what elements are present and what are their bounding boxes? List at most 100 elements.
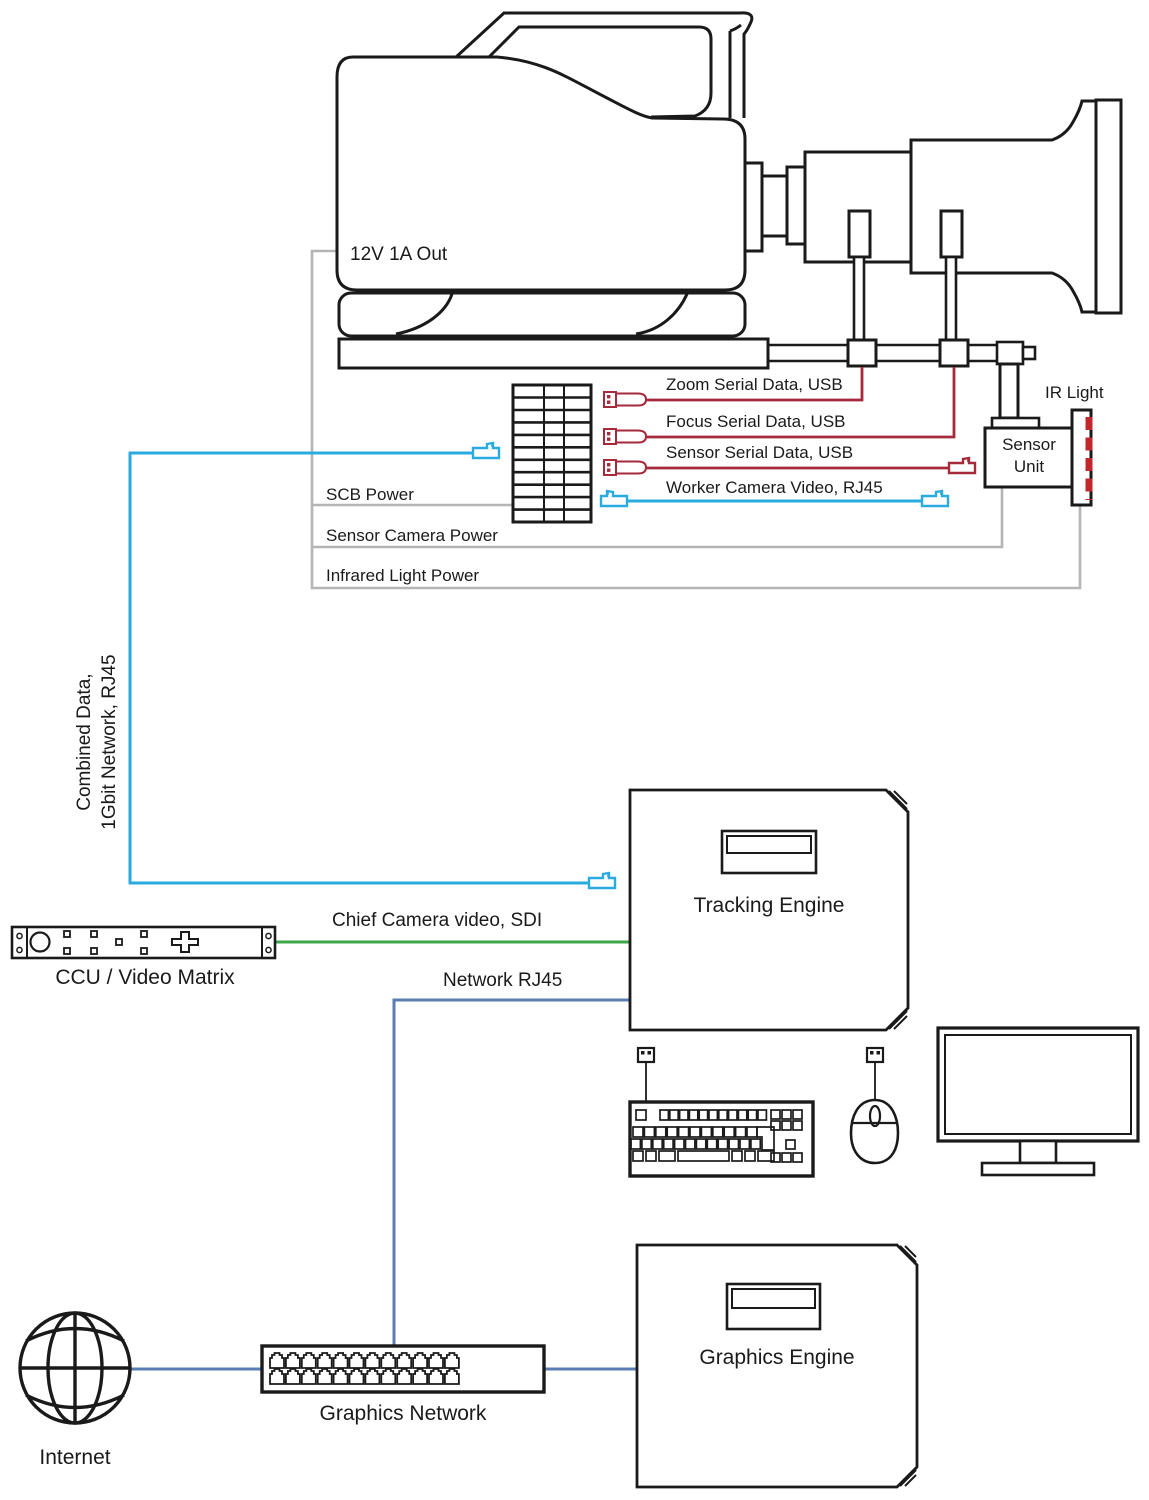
- chief-video-label: Chief Camera video, SDI: [332, 910, 543, 931]
- ir-light-label: IR Light: [1045, 383, 1104, 402]
- usb-connector-icon: [865, 1046, 885, 1064]
- graphics-engine-slot-inner: [731, 1288, 816, 1309]
- combined-data-label: Combined Data, 1Gbit Network, RJ45: [73, 654, 120, 830]
- keyboard-key: [717, 1138, 729, 1150]
- sensor-camera-power-line: [312, 486, 1004, 549]
- internet-globe-icon: [18, 1311, 132, 1425]
- camera-pad-notch-left: [395, 293, 454, 336]
- keyboard-key: [781, 1109, 792, 1120]
- usb-plug-icon: [603, 459, 647, 476]
- keyboard-key: [695, 1138, 707, 1150]
- keyboard-key: [711, 1126, 724, 1138]
- enter-key: [756, 1126, 775, 1151]
- lens-mount-step3: [785, 165, 807, 246]
- graphics-network-label: Graphics Network: [319, 1402, 487, 1425]
- rj45-connector-icon: [587, 871, 617, 890]
- keyboard-key: [734, 1126, 747, 1138]
- keyboard-key: [727, 1109, 738, 1121]
- worker-video-label: Worker Camera Video, RJ45: [666, 478, 883, 497]
- keyboard-key: [770, 1120, 781, 1131]
- scb-power-label: SCB Power: [326, 485, 414, 504]
- keyboard-key: [717, 1109, 729, 1121]
- keyboard-key: [684, 1138, 696, 1150]
- camera-handle-inner: [487, 25, 713, 119]
- keyboard-key: [781, 1152, 792, 1163]
- keyboard-key: [632, 1150, 644, 1162]
- keyboard-key: [635, 1109, 647, 1121]
- rail-end-block: [995, 340, 1025, 366]
- rj45-connector-icon: [471, 441, 501, 460]
- ccu-label: CCU / Video Matrix: [55, 966, 235, 989]
- lens-barrel-front: [909, 99, 1098, 314]
- keyboard-key: [662, 1138, 674, 1150]
- camera-base-plate: [337, 337, 770, 370]
- focus-serial-label: Focus Serial Data, USB: [666, 412, 846, 431]
- keyboard-key: [698, 1109, 709, 1121]
- scb-block: [511, 383, 593, 524]
- keyboard-key: [643, 1126, 656, 1138]
- usb-connector-icon: [636, 1046, 656, 1064]
- keyboard-key: [747, 1109, 758, 1121]
- keyboard-key: [677, 1150, 730, 1162]
- mouse: [849, 1046, 900, 1165]
- keyboard-key: [666, 1126, 679, 1138]
- keyboard-key: [651, 1138, 664, 1150]
- power-lines: [310, 249, 1082, 590]
- keyboard-key: [641, 1138, 653, 1150]
- tracking-network-line: [392, 998, 630, 1345]
- keyboard-key: [689, 1126, 701, 1138]
- keyboard-key: [757, 1150, 775, 1162]
- keyboard-key: [630, 1138, 642, 1150]
- rail-end-stub: [1021, 345, 1037, 361]
- focus-motor-block: [938, 338, 970, 368]
- keyboard-key: [739, 1138, 751, 1150]
- worker-camera-video-line: [599, 489, 950, 508]
- lens-mount-step1: [743, 161, 764, 253]
- keyboard-key: [781, 1120, 792, 1131]
- usb-serial-lines: [603, 367, 977, 476]
- network-rj45-label: Network RJ45: [443, 970, 563, 991]
- zoom-serial-label: Zoom Serial Data, USB: [666, 375, 843, 394]
- keyboard-key: [737, 1109, 748, 1121]
- camera-illustration: [335, 11, 1123, 507]
- focus-motor-rod: [944, 255, 958, 344]
- keyboard-key: [750, 1138, 762, 1150]
- lens-hood: [1094, 98, 1123, 315]
- keyboard-key: [688, 1109, 699, 1121]
- infrared-light-power-line: [310, 249, 1082, 590]
- ccu-cross-knob: [171, 931, 199, 953]
- zoom-motor-rod: [852, 255, 866, 344]
- camera-body: [335, 55, 747, 292]
- mouse-wheel: [868, 1104, 882, 1128]
- camera-handle-post: [728, 23, 742, 118]
- usb-plug-icon: [603, 391, 647, 408]
- keyboard-key: [757, 1109, 768, 1121]
- tracking-engine-box: [628, 788, 910, 1032]
- network-lines: [123, 998, 637, 1371]
- zoom-serial-line: [646, 367, 864, 402]
- keyboard-key: [785, 1139, 796, 1150]
- keyboard-key: [668, 1109, 680, 1121]
- rj45-connector-icon: [920, 489, 950, 508]
- zoom-motor-block: [846, 338, 878, 368]
- keyboard-key: [792, 1152, 803, 1163]
- camera-power-out-label: 12V 1A Out: [350, 244, 448, 265]
- lens-mount-step2: [760, 174, 789, 238]
- monitor: [936, 1026, 1140, 1177]
- keyboard-key: [770, 1109, 781, 1120]
- rj45-connector-icon: [599, 489, 629, 508]
- focus-serial-line: [646, 367, 956, 439]
- keyboard-key: [792, 1109, 803, 1120]
- keyboard-key: [654, 1126, 667, 1138]
- ccu-video-matrix: [10, 925, 277, 960]
- keyboard-key: [708, 1109, 719, 1121]
- keyboard-key: [723, 1126, 736, 1138]
- rj45-connector-icon: [947, 456, 977, 475]
- camera-pad-notch-right: [635, 293, 689, 336]
- sensor-unit-post: [998, 362, 1020, 420]
- monitor-base: [980, 1161, 1096, 1177]
- keyboard-key: [632, 1126, 644, 1138]
- usb-plug-icon: [603, 428, 647, 445]
- tracking-engine-slot-inner: [726, 835, 812, 854]
